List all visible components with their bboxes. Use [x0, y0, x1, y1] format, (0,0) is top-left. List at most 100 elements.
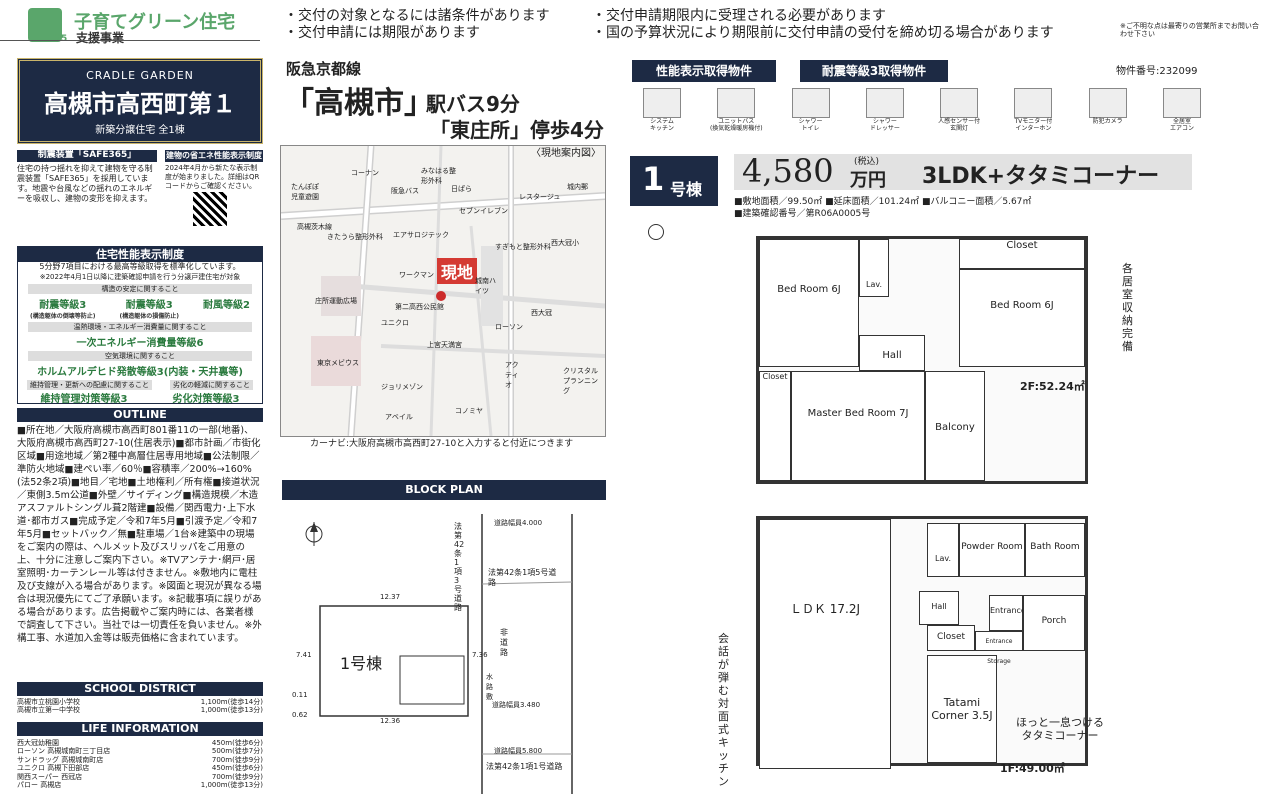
- sec-row: 維持管理・更新への配慮に関すること 劣化の軽減に関すること: [18, 380, 262, 390]
- feature-label: システム キッチン: [649, 118, 674, 132]
- qr-code-icon: [193, 192, 227, 226]
- feature-item: シャワー トイレ: [781, 88, 841, 144]
- map-label: アクティオ: [505, 361, 519, 389]
- floor2-note: 各居室収納完備: [1122, 262, 1133, 353]
- map-label: みなはる整形外科: [421, 167, 456, 185]
- hall-2f: Hall: [859, 335, 925, 371]
- sec-degradation: 劣化の軽減に関すること: [170, 380, 253, 390]
- bath-icon: [717, 88, 756, 118]
- safe-text: 住宅の持つ揺れを抑えて建物を守る制震装置「SAFE365」を採用しています。地震…: [17, 164, 153, 203]
- floor2-area: 2F:52.24㎡: [1020, 380, 1085, 393]
- floor-area: ■延床面積／101.24㎡: [825, 197, 920, 207]
- map-label: 日ぱら: [451, 185, 472, 193]
- map-title: 〈現地案内図〉: [531, 148, 601, 159]
- program-title: 子育てグリーン住宅: [74, 12, 236, 33]
- map-label: 庄所運動広場: [315, 297, 357, 305]
- feature-item: 防犯カメラ: [1078, 88, 1138, 144]
- map-label: ローソン: [495, 323, 523, 331]
- brand-name: CRADLE GARDEN: [86, 69, 194, 82]
- dim-6: 0.62: [292, 711, 308, 719]
- dim-2: 12.36: [380, 717, 401, 725]
- sec-energy: 温熱環境・エネルギー消費量に関すること: [28, 322, 252, 332]
- road-label-2: 法第42条1項5号道路: [488, 568, 557, 587]
- land-area: ■敷地面積／99.50㎡: [734, 197, 823, 207]
- property-subtitle: 新築分譲住宅 全1棟: [95, 125, 185, 136]
- performance-title: 住宅性能表示制度: [18, 247, 262, 262]
- toilet-icon: [791, 88, 830, 118]
- floor1-area: 1F:49.00㎡: [1000, 762, 1065, 775]
- school-title: SCHOOL DISTRICT: [17, 682, 263, 696]
- map-roads: [281, 146, 605, 436]
- school-name: 高槻市立第一中学校: [17, 706, 80, 714]
- map-label: クリスタルプランニング: [563, 367, 598, 395]
- property-name: 高槻市高西町第１: [44, 90, 236, 118]
- note-left-1: ・交付の対象となるには諸条件があります: [284, 8, 550, 24]
- life-name: ローソン 高槻城南町三丁目店: [17, 747, 111, 756]
- map-label: 阪急バス: [391, 187, 419, 195]
- sec-maintenance: 維持管理・更新への配慮に関すること: [27, 380, 152, 390]
- block-plan: 1号棟 法第42条1項3号道路 法第42条1項5号道路 非道路 水路敷 法第42…: [282, 504, 606, 794]
- map-label: きたうら整形外科: [327, 233, 383, 241]
- life-row: ローソン 高槻城南町三丁目店 500m(徒歩7分): [17, 747, 263, 755]
- map-label: ジョリメゾン: [381, 383, 423, 391]
- map-label: アベイル: [385, 413, 413, 421]
- badge-year: '25: [52, 34, 68, 44]
- powder-room: Powder Room: [959, 523, 1025, 577]
- grade-7: 劣化対策等級3: [172, 394, 240, 405]
- tag-performance: 性能表示取得物件: [632, 60, 776, 82]
- ldk: ＬＤＫ 17.2J: [759, 519, 891, 769]
- floor1-plan: ＬＤＫ 17.2J Tatami Corner 3.5J Powder Room…: [756, 516, 1088, 769]
- area-info: ■敷地面積／99.50㎡ ■延床面積／101.24㎡ ■バルコニー面積／5.67…: [734, 196, 1031, 220]
- map-label: 城内郵: [567, 183, 588, 191]
- tatami-corner: Tatami Corner 3.5J: [927, 655, 997, 763]
- life-dist: 500m(徒歩7分): [211, 747, 263, 756]
- corner-note: ※ご不明な点は最寄りの営業所までお問い合わせ下さい: [1120, 22, 1259, 38]
- grade-row-1: 耐震等級3(構造躯体の倒壊等防止) 耐震等級3(構造躯体の損傷防止) 耐風等級2: [18, 296, 262, 320]
- life-dist: 450m(徒歩6分): [211, 739, 263, 747]
- hall-1f: Hall: [919, 591, 959, 625]
- road-label-5: 法第42条1項1号道路: [486, 762, 563, 771]
- life-dist: 700m(徒歩9分): [211, 772, 263, 781]
- map-label: 西大冠: [531, 309, 552, 317]
- price-value: 4,580: [742, 152, 834, 190]
- dim-9: 道路幅員5.800: [494, 747, 543, 755]
- lav-1f: Lav.: [927, 523, 959, 577]
- dim-8: 道路幅員3.480: [492, 701, 541, 709]
- closet-label: Closet: [762, 372, 788, 381]
- porch: Porch: [1023, 595, 1085, 651]
- dim-3: 7.41: [296, 651, 312, 659]
- unit-number: 1: [642, 160, 665, 198]
- grade-6: 維持管理対策等級3: [40, 394, 128, 405]
- bedroom-2f-right: Bed Room 6J: [959, 269, 1085, 367]
- performance-intro2: ※2022年4月1日以降に建築確認申請を行う分譲戸建住宅が対象: [39, 273, 241, 281]
- grade-1-sub: (構造躯体の倒壊等防止): [30, 313, 96, 320]
- feature-label: シャワー ドレッサー: [869, 118, 900, 132]
- life-name: ユニクロ 高槻下田部店: [17, 764, 90, 773]
- header: '25 子育てグリーン住宅 支援事業 ・交付の対象となるには諸条件があります ・…: [0, 0, 1280, 45]
- grade-2: 耐震等級3: [125, 300, 173, 311]
- tatami-note: ほっと一息つけるタタミコーナー: [1016, 716, 1104, 742]
- note-right-1: ・交付申請期限内に受理される必要があります: [592, 8, 886, 24]
- block-plan-title: BLOCK PLAN: [282, 480, 606, 500]
- map-label: 上宮天満宮: [427, 341, 462, 349]
- road-label-3: 非道路: [500, 628, 508, 657]
- map-label: エアサロジテック: [393, 231, 449, 239]
- dim-4: 7.36: [472, 651, 488, 659]
- balcony: Balcony: [925, 371, 985, 481]
- block-plan-drawing: [305, 514, 573, 794]
- map-label: ワークマン: [399, 271, 434, 279]
- dresser-icon: [865, 88, 904, 118]
- grade-3: 耐風等級2: [203, 300, 250, 311]
- floor1-note: 会話が弾む対面式キッチン: [718, 632, 729, 788]
- life-dist: 1,000m(徒歩13分): [200, 781, 263, 790]
- life-name: パロー 高槻店: [17, 781, 62, 790]
- road-label-4: 水路敷: [486, 673, 493, 701]
- balcony-area: ■バルコニー面積／5.67㎡: [922, 197, 1032, 207]
- road-label-1: 法第42条1項3号道路: [454, 522, 465, 612]
- dim-1: 12.37: [380, 593, 401, 601]
